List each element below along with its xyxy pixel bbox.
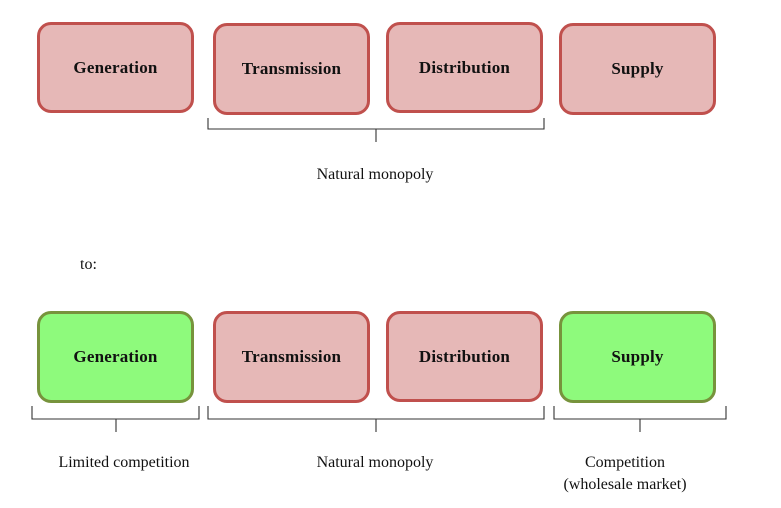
distribution-label: Distribution — [418, 57, 511, 77]
supply-brace-after — [553, 406, 727, 432]
limited-competition-label: Limited competition — [58, 454, 190, 471]
wholesale-market-label: (wholesale market) — [563, 476, 687, 493]
natural-monopoly-label-after: Natural monopoly — [316, 454, 434, 471]
supply-box-before: Supply — [559, 23, 716, 115]
supply-label: Supply — [611, 347, 664, 366]
transmission-label: Transmission — [241, 59, 342, 78]
transmission-box-after: Transmission — [213, 311, 370, 403]
distribution-label: Distribution — [418, 346, 511, 366]
generation-box-after: Generation — [37, 311, 194, 403]
generation-brace-after — [31, 406, 200, 432]
network-brace-after — [207, 406, 545, 432]
transmission-box-before: Transmission — [213, 23, 370, 115]
distribution-box-before: Distribution — [386, 22, 543, 113]
generation-label: Generation — [73, 57, 158, 77]
supply-box-after: Supply — [559, 311, 716, 403]
generation-label: Generation — [73, 347, 158, 366]
supply-label: Supply — [611, 59, 664, 78]
network-brace-before — [207, 118, 545, 142]
competition-label: Competition — [585, 454, 665, 471]
connector-label: to: — [80, 256, 97, 273]
distribution-box-after: Distribution — [386, 311, 543, 402]
natural-monopoly-label-before: Natural monopoly — [316, 166, 434, 183]
generation-box-before: Generation — [37, 22, 194, 113]
transmission-label: Transmission — [241, 347, 342, 366]
